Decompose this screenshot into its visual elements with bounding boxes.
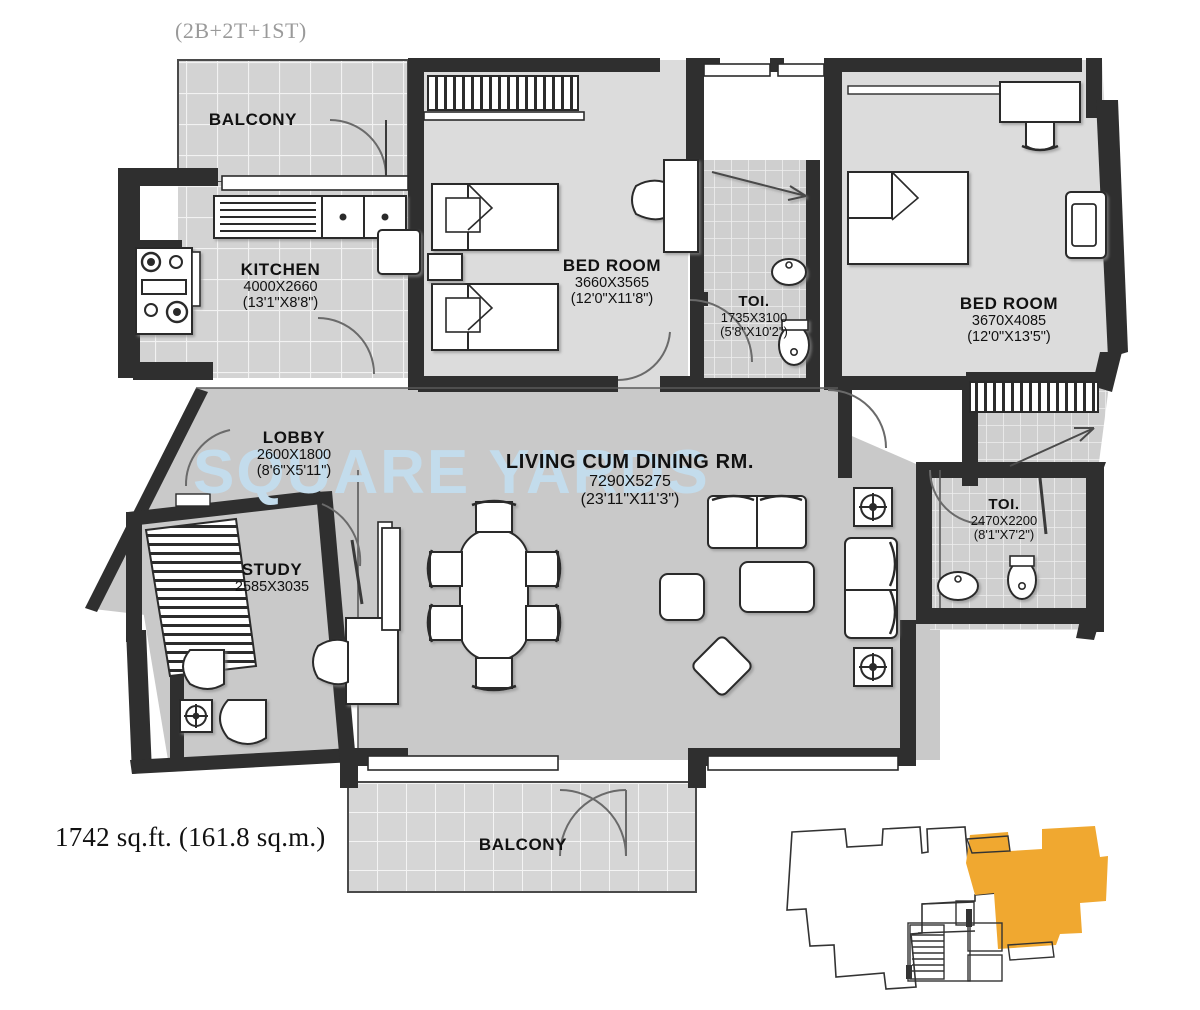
room-dimension-mm: 2470X2200 — [970, 512, 1038, 528]
nightstand — [427, 253, 463, 281]
room-label-bedroom-1: BED ROOM 3660X3565 (12'0"X11'8") — [522, 256, 702, 308]
bedroom-2-desk — [999, 81, 1081, 152]
bedroom-2-side-chair — [1065, 191, 1107, 259]
balcony-bottom-floor — [347, 781, 697, 893]
toilet-2-floor — [930, 470, 1100, 630]
room-name: STUDY — [241, 560, 303, 579]
sofa-side — [844, 537, 898, 639]
plant-table-top — [853, 487, 893, 527]
total-area-label: 1742 sq.ft. (161.8 sq.m.) — [55, 822, 326, 852]
bed-twin-1 — [431, 183, 559, 251]
room-name: TOI. — [738, 293, 770, 310]
dining-table-set — [426, 499, 562, 692]
room-name: BALCONY — [478, 835, 568, 854]
room-dimension-ft: (13'1"X8'8") — [242, 295, 319, 312]
coffee-table — [739, 561, 815, 613]
room-dimension-mm: 1735X3100 — [720, 309, 788, 325]
room-dimension-ft: (12'0"X11'8") — [570, 291, 654, 308]
bed-twin-2 — [431, 283, 559, 351]
balcony-top-floor — [177, 59, 409, 183]
watermark: SQUARE YARDS — [193, 438, 710, 507]
room-dimension-ft: (23'11"X11'3") — [580, 491, 680, 509]
bedroom-1-desk — [631, 159, 699, 253]
room-label-balcony-bottom: BALCONY — [448, 835, 598, 854]
room-name: LOBBY — [262, 428, 326, 447]
sofa-two-seat — [707, 494, 807, 549]
armchair-left — [659, 573, 705, 621]
room-name: BALCONY — [208, 110, 298, 129]
toilet-1-fixtures — [711, 171, 810, 366]
study-desk — [312, 527, 401, 705]
room-name: LIVING CUM DINING RM. — [505, 451, 755, 473]
room-dimension-ft: (8'1"X7'2") — [973, 527, 1035, 543]
room-dimension-mm: 2585X3035 — [234, 579, 310, 596]
unit-configuration-label: (2B+2T+1ST) — [175, 18, 307, 43]
room-name: BED ROOM — [959, 294, 1059, 313]
room-name: TOI. — [988, 496, 1020, 513]
study-plant-table — [179, 699, 213, 733]
room-name: BED ROOM — [562, 256, 662, 275]
bed-double — [847, 171, 969, 265]
room-dimension-ft: (8'6"X5'11") — [256, 463, 332, 480]
room-label-living-dining: LIVING CUM DINING RM. 7290X5275 (23'11"X… — [470, 451, 790, 509]
room-label-bedroom-2: BED ROOM 3670X4085 (12'0"X13'5") — [918, 294, 1100, 346]
room-dimension-mm: 4000X2660 — [243, 279, 318, 296]
room-label-balcony-top: BALCONY — [178, 110, 328, 129]
kitchen-stove — [135, 247, 201, 335]
room-label-toilet-2: TOI. 2470X2200 (8'1"X7'2") — [938, 496, 1070, 543]
room-label-study: STUDY 2585X3035 — [196, 560, 348, 595]
door-swings — [184, 119, 985, 857]
room-name: KITCHEN — [240, 260, 321, 279]
toilet-2-fixtures — [937, 555, 1037, 601]
room-dimension-ft: (12'0"X13'5") — [967, 329, 1051, 346]
room-dimension-ft: (5'8"X10'2") — [720, 324, 788, 340]
plant-table-bottom — [853, 647, 893, 687]
room-dimension-mm: 2600X1800 — [256, 447, 332, 464]
kitchen-counter — [213, 195, 407, 239]
room-dimension-mm: 3660X3565 — [574, 275, 650, 292]
room-label-kitchen: KITCHEN 4000X2660 (13'1"X8'8") — [198, 260, 363, 312]
kitchen-table — [377, 229, 421, 275]
room-dimension-mm: 7290X5275 — [589, 473, 671, 491]
study-chair-1 — [182, 649, 225, 690]
bedroom-2-closet-arrow — [1009, 427, 1095, 467]
room-label-toilet-1: TOI. 1735X3100 (5'8"X10'2") — [700, 293, 808, 340]
key-plan-highlight — [966, 826, 1108, 949]
room-dimension-mm: 3670X4085 — [971, 313, 1047, 330]
key-plan — [786, 826, 1108, 990]
room-label-lobby: LOBBY 2600X1800 (8'6"X5'11") — [224, 428, 364, 480]
side-stool-diamond — [692, 636, 752, 696]
study-chair-2 — [219, 699, 267, 745]
